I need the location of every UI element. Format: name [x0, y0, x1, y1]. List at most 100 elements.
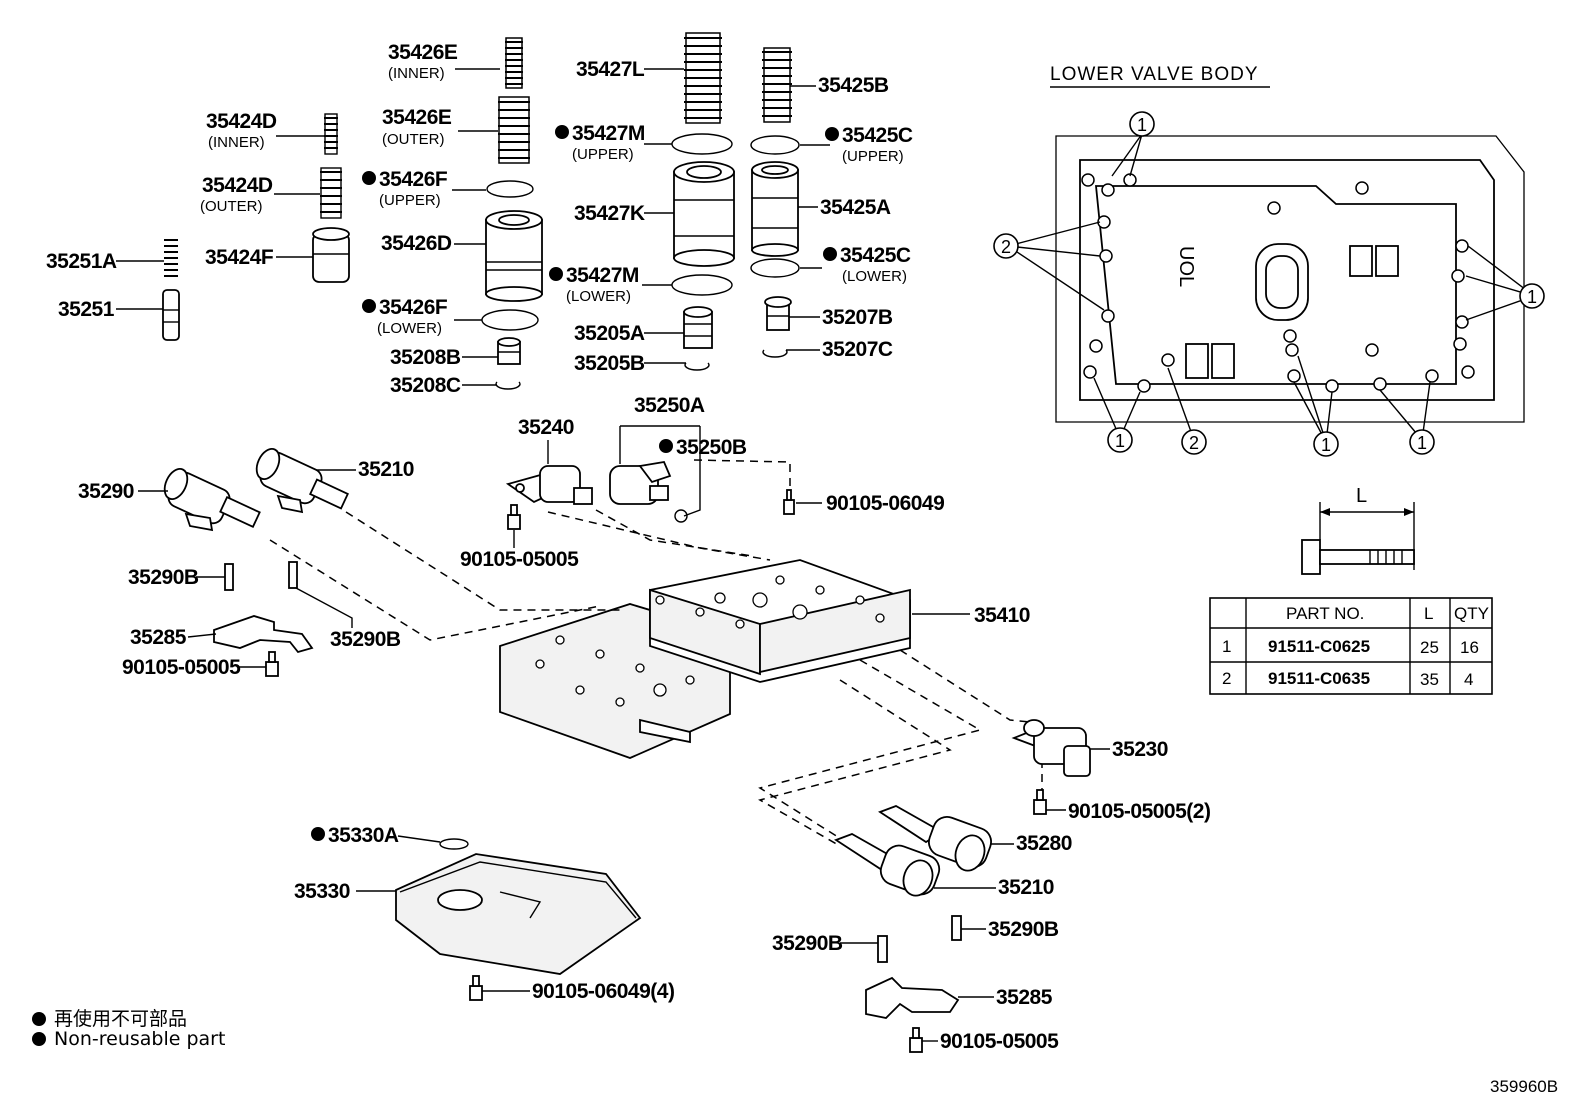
sleeve-35427k	[673, 161, 735, 267]
guide-line-8	[758, 679, 952, 847]
non-reusable-dot	[823, 247, 837, 261]
table-cell-l: 25	[1420, 638, 1439, 657]
callout-35427m-upper: 35427M	[572, 122, 645, 145]
spring-35427l	[684, 32, 722, 124]
callout-35330: 35330	[294, 880, 350, 903]
callout-35290b-b: 35290B	[330, 628, 401, 651]
sleeve-35425a	[751, 161, 799, 257]
bracket-35285-a	[213, 615, 314, 654]
non-reusable-dot	[549, 267, 563, 281]
callout-35427l: 35427L	[576, 58, 645, 81]
callout-35250a: 35250A	[634, 394, 705, 417]
solenoid-35230	[1011, 719, 1091, 777]
callout-note-upper-2: (UPPER)	[572, 146, 634, 163]
callout-35285-b: 35285	[996, 986, 1053, 1009]
solenoid-35280	[878, 805, 992, 872]
non-reusable-dot	[555, 125, 569, 139]
guide-line-3	[595, 509, 753, 557]
table-cell-part-no: 91511-C0625	[1268, 637, 1370, 656]
callout-note-upper: (UPPER)	[379, 192, 441, 209]
valve-35424f	[312, 227, 350, 283]
length-label: L	[1356, 485, 1367, 507]
spring-35424d-inner	[324, 113, 338, 155]
callout-35425c-upper: 35425C	[842, 124, 913, 147]
callout-35250b: 35250B	[676, 436, 747, 459]
callout-35425b: 35425B	[818, 74, 889, 97]
non-reusable-dot	[362, 299, 376, 313]
guide-line-7	[758, 659, 982, 877]
plug-35208b	[497, 337, 521, 365]
callout-35426f-upper: 35426F	[379, 168, 448, 191]
solenoid-35290	[163, 467, 261, 532]
pin-35290b-d	[951, 915, 962, 941]
callout-note-lower-3: (LOWER)	[842, 268, 907, 285]
spring-35426e-outer	[498, 96, 530, 164]
table-header-part-no: PART NO.	[1286, 604, 1364, 623]
callout-35426f-lower: 35426F	[379, 296, 448, 319]
marker-1-top: 1	[1137, 115, 1147, 135]
callout-35330a: 35330A	[328, 824, 399, 847]
valve-body-35410	[499, 559, 911, 759]
non-reusable-dot	[825, 127, 839, 141]
non-reusable-dot	[311, 827, 325, 841]
pin-35290b-a	[224, 563, 234, 591]
callout-note-lower: (LOWER)	[377, 320, 442, 337]
callout-90105-05005-2: 90105-05005(2)	[1068, 800, 1210, 823]
table-cell-marker: 2	[1222, 669, 1231, 688]
solenoid-35250a	[609, 460, 672, 505]
diagram-code: 359960B	[1490, 1077, 1558, 1096]
plug-35205a	[683, 306, 713, 349]
legend-japanese: 再使用不可部品	[32, 1004, 187, 1031]
callout-35425c-lower: 35425C	[840, 244, 911, 267]
spring-35425b	[762, 47, 792, 123]
clip-35208c	[495, 381, 521, 390]
table-cell-qty: 4	[1464, 670, 1473, 689]
o-ring-35250b	[674, 509, 688, 523]
guide-line-5	[547, 511, 771, 561]
callout-labels: 35426E (INNER) 35426E (OUTER) 35426F (UP…	[46, 41, 1211, 1053]
table-header-l: L	[1424, 604, 1433, 623]
marker-1-right: 1	[1527, 287, 1537, 307]
legend-japanese-text: 再使用不可部品	[54, 1008, 188, 1030]
bolt-90105-06049-4	[469, 975, 483, 1001]
o-ring-35425c-upper	[750, 135, 800, 155]
bolt-table	[1209, 597, 1493, 695]
marker-1-bottom-right: 1	[1417, 433, 1427, 453]
svg-text:UOL: UOL	[1175, 246, 1197, 287]
callout-35251a: 35251A	[46, 250, 117, 273]
callout-35426d: 35426D	[381, 232, 452, 255]
table-cell-part-no: 91511-C0635	[1268, 669, 1370, 688]
callout-35210-upper: 35210	[358, 458, 414, 481]
callout-35290b-d: 35290B	[988, 918, 1059, 941]
callout-35207c: 35207C	[822, 338, 893, 361]
callout-35205a: 35205A	[574, 322, 645, 345]
legend-bullet-icon	[32, 1012, 46, 1026]
bolt-90105-06049-top	[783, 489, 795, 515]
table-cell-l: 35	[1420, 670, 1439, 689]
callout-35208b: 35208B	[390, 346, 461, 369]
spring-35426e-inner	[505, 37, 523, 89]
bolt-markers: 1 1 1 1 1 2 2	[993, 111, 1545, 457]
callout-35290b-c: 35290B	[772, 932, 843, 955]
guide-line-6	[899, 649, 1031, 723]
callout-35426e-inner: 35426E	[388, 41, 458, 64]
bolt-length-drawing	[1301, 502, 1415, 575]
callout-35208c: 35208C	[390, 374, 461, 397]
callout-90105-05005-bottom: 90105-05005	[940, 1030, 1059, 1053]
bolt-table-text: PART NO. L QTY 1 91511-C0625 25 16 2 915…	[1222, 604, 1489, 689]
o-ring-35426f-lower	[481, 309, 539, 331]
solenoid-35210-upper	[255, 447, 349, 514]
solenoid-35210-lower	[834, 833, 941, 897]
callout-35285-a: 35285	[130, 626, 187, 649]
callout-note-upper-3: (UPPER)	[842, 148, 904, 165]
sleeve-35426d	[485, 210, 543, 302]
bracket-35285-b	[865, 976, 960, 1019]
callout-35427m-lower: 35427M	[566, 264, 639, 287]
callout-note-inner-2: (INNER)	[208, 134, 265, 151]
clip-35207c	[762, 349, 788, 358]
callout-35424f: 35424F	[205, 246, 274, 269]
callout-note-lower-2: (LOWER)	[566, 288, 631, 305]
callout-35251: 35251	[58, 298, 115, 321]
